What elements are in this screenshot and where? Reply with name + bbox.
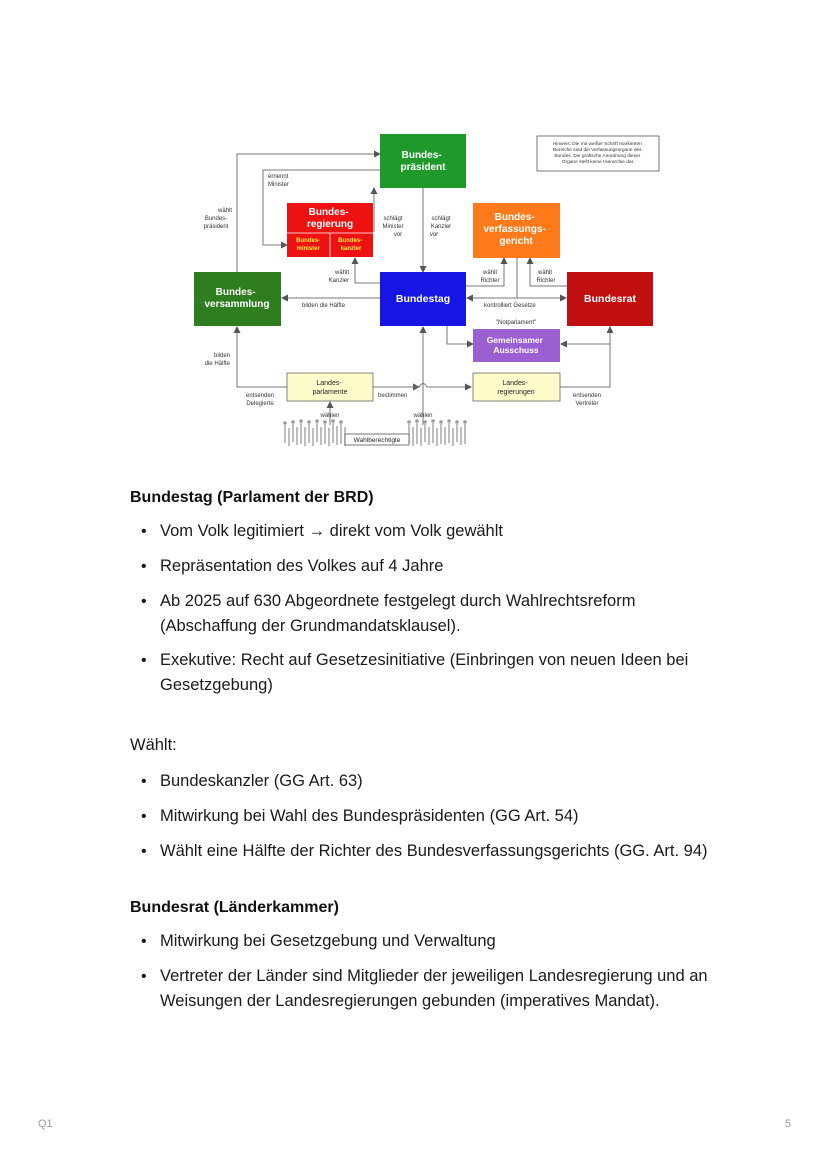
waehlt-list: Bundeskanzler (GG Art. 63) Mitwirkung be… <box>130 769 730 864</box>
svg-text:Bundes- minister Bunde: Bundes- minister Bundes- kanzler <box>296 238 364 252</box>
list-item: Vom Volk legitimiert → direkt vom Volk g… <box>130 519 730 544</box>
svg-text:bilden die Hälfte: bilden die Hälfte <box>302 303 346 309</box>
list-item: Vertreter der Länder sind Mitglieder der… <box>130 964 730 1014</box>
bundestag-box <box>380 272 466 326</box>
bundesminister-label: Bundes- <box>296 238 320 244</box>
list-item: Wählt eine Hälfte der Richter des Bundes… <box>130 839 730 864</box>
gemeinsamer-ausschuss-box <box>473 329 560 362</box>
svg-text:Wahlberechtigte: Wahlberechtigte <box>354 437 401 444</box>
bundespraesident-box <box>380 134 466 188</box>
svg-text:wählen: wählen <box>412 413 432 419</box>
wahlberechtigte-box <box>344 433 410 446</box>
list-item: Exekutive: Recht auf Gesetzesinitiative … <box>130 648 730 698</box>
svg-text:Bundes- präsident: Bundes- präsident <box>400 150 446 173</box>
note-line-1: Hinweis: Die mit weißer Schrift markiert… <box>553 141 642 147</box>
svg-text:wählen: wählen <box>319 413 339 419</box>
svg-text:Bundes- verfassungs- g: Bundes- verfassungs- gericht <box>483 212 548 247</box>
svg-text:kontrolliert Gesetze: kontrolliert Gesetze <box>484 303 536 309</box>
list-item: Bundeskanzler (GG Art. 63) <box>130 769 730 794</box>
bundesverfassungsgericht-box <box>473 203 560 258</box>
bundesrat-box <box>567 272 653 326</box>
svg-text:Bundes- regierung: Bundes- regierung <box>307 207 353 230</box>
svg-text:Landes- parlamente: Landes- parlamente <box>312 380 347 396</box>
note-line-4: Organe stellt keine Hierarchie dar. <box>562 159 635 165</box>
note-line-2: Bereiche sind die Verfassungsorgane des <box>553 147 642 153</box>
note-box <box>536 135 660 172</box>
notparlament-label: "Notparlament" <box>496 320 536 326</box>
svg-text:Bundesrat: Bundesrat <box>584 293 636 305</box>
svg-text:bestimmen: bestimmen <box>378 393 407 399</box>
landesregierungen-box <box>472 372 561 402</box>
svg-text:Bundes- versammlung: Bundes- versammlung <box>204 287 269 310</box>
svg-text:Bundestag: Bundestag <box>396 293 450 305</box>
list-item: Mitwirkung bei Gesetzgebung und Verwaltu… <box>130 929 730 954</box>
section-heading-bundestag: Bundestag (Parlament der BRD) <box>130 489 374 506</box>
bundesversammlung-box <box>194 272 281 326</box>
svg-text:Hinweis: Die mit weißer Schrif: Hinweis: Die mit weißer Schrift markiert… <box>553 141 643 165</box>
footer-left: Q1 <box>38 1118 53 1130</box>
svg-text:Landes- regierungen: Landes- regierungen <box>497 380 534 396</box>
note-line-3: Bundes. Die grafische Anordnung dieser <box>554 153 640 159</box>
list-item: Ab 2025 auf 630 Abgeordnete festgelegt d… <box>130 589 730 639</box>
section-heading-bundesrat: Bundesrat (Länderkammer) <box>130 899 339 916</box>
list-item: Mitwirkung bei Wahl des Bundespräsidente… <box>130 804 730 829</box>
svg-text:Gemeinsamer Ausschuss: Gemeinsamer Ausschuss <box>487 335 546 355</box>
constitutional-organs-diagram: Hinweis: Die mit weißer Schrift markiert… <box>0 0 828 460</box>
bundesrat-list: Mitwirkung bei Gesetzgebung und Verwaltu… <box>130 929 730 1014</box>
landesparlamente-box <box>286 372 374 402</box>
waehlt-label: Wählt: <box>130 736 177 754</box>
notes-content: Bundestag (Parlament der BRD) Vom Volk l… <box>130 489 730 1014</box>
page-number: 5 <box>784 1118 791 1130</box>
bundestag-list: Vom Volk legitimiert → direkt vom Volk g… <box>130 519 730 698</box>
list-item: Repräsentation des Volkes auf 4 Jahre <box>130 554 730 579</box>
bundeskanzler-label: Bundes- <box>338 238 362 244</box>
